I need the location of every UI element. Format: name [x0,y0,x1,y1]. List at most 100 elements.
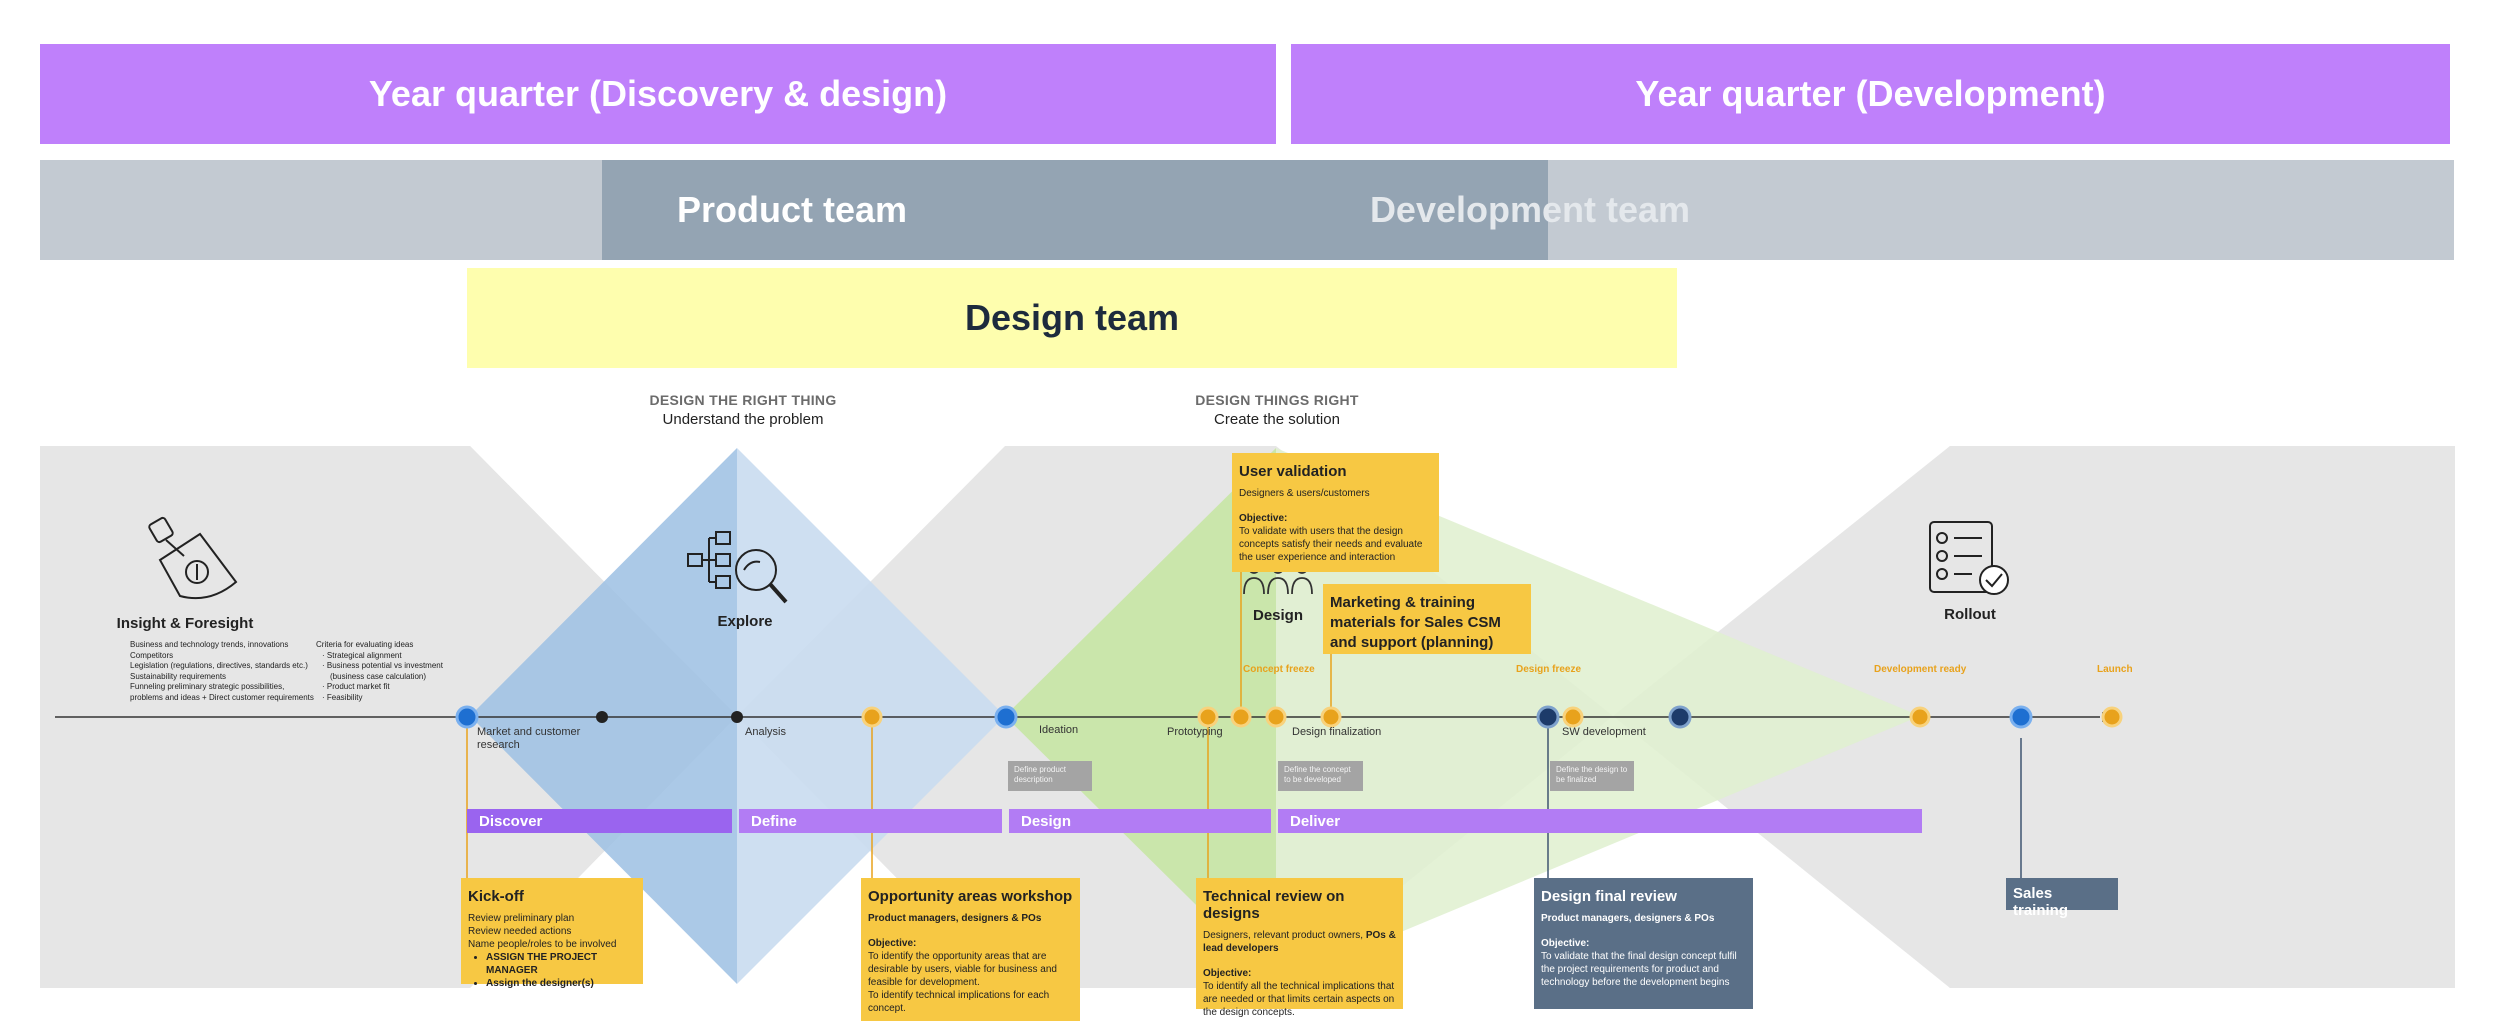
navy-marker [1668,705,1692,729]
design-final-review-card: Design final review Product managers, de… [1534,878,1753,1009]
stage-discover: Discover [467,809,732,833]
card-title: Opportunity areas workshop [868,888,1073,905]
label-sw-development: SW development [1562,726,1646,738]
card-participants: Designers, relevant product owners, POs … [1203,929,1396,955]
label-design-finalization: Design finalization [1292,726,1382,738]
workshop-card: Opportunity areas workshop Product manag… [861,878,1080,1021]
explore-title: Explore [717,613,773,630]
list-item-row: · Feasibility [322,692,363,702]
card-bullets: ASSIGN THE PROJECT MANAGER Assign the de… [468,951,636,990]
card-bullet: ASSIGN THE PROJECT MANAGER [486,951,636,977]
list-item-row: · Business potential vs investment [322,661,443,670]
design-icon-title: Design [1252,607,1303,624]
card-objective-label: Objective: [1239,513,1288,524]
phase-subtitle: Understand the problem [662,411,824,428]
milestone-development-ready: Development ready [1874,664,1967,675]
note-define-product: Define product description [1008,761,1092,791]
card-title: User validation [1239,463,1347,480]
right-cutout-top [1276,446,1950,716]
list-item: Legislation (regulations, directives, st… [130,661,308,670]
insight-list-left: Business and technology trends, innovati… [130,640,320,703]
milestone-concept-freeze: Concept freeze [1243,664,1315,675]
insight-title: Insight & Foresight [116,615,254,632]
list-item: problems and ideas + Direct customer req… [130,692,314,702]
list-heading: Criteria for evaluating ideas [316,640,414,649]
note-define-design: Define the design to be finalized [1550,761,1634,791]
milestone-design-freeze: Design freeze [1516,664,1582,675]
development-team-label: Development team [1369,189,1691,230]
product-team-band [602,160,1548,260]
marker-dot [2009,705,2033,729]
label-ideation: Ideation [1039,724,1079,736]
card-objective-2: To identify technical implications for e… [868,990,1050,1014]
phase-design-things-right: DESIGN THINGS RIGHT Create the solution [1107,392,1447,428]
list-item: Feasibility [326,692,363,702]
sales-training-card: Sales training [2006,878,2118,919]
card-objective: To validate with users that the design c… [1239,526,1423,563]
participants-plain: Designers, relevant product owners, [1203,930,1364,941]
list-item: Product market fit [326,682,390,691]
orange-marker [1230,706,1252,728]
milestone-launch: Launch [2097,664,2133,675]
card-objective-label: Objective: [1541,938,1590,949]
technical-review-card: Technical review on designs Designers, r… [1196,878,1403,1018]
card-participants: Designers & users/customers [1239,488,1370,499]
stage-design: Design [1009,809,1271,833]
blue-marker [455,705,2033,729]
design-team-band: Design team [467,268,1677,368]
phase-caption: DESIGN THE RIGHT THING [649,392,837,408]
right-cutout-bottom [1276,716,1950,988]
product-team-label: Product team [676,189,908,230]
list-item-row: · Strategical alignment [322,650,402,660]
card-title: Marketing & training materials for Sales… [1330,594,1501,651]
list-item: Funneling preliminary strategic possibil… [130,682,285,691]
orange-marker [1197,706,1219,728]
quarter-label: Year quarter (Development) [1635,73,2106,114]
card-objective: To identify all the technical implicatio… [1203,981,1395,1018]
card-line: Review needed actions [468,926,572,937]
kickoff-card: Kick-off Review preliminary plan Review … [461,878,643,989]
black-dot [731,711,743,723]
marker-dot [994,705,1018,729]
phase-design-right-thing: DESIGN THE RIGHT THING Understand the pr… [573,392,913,428]
label-market-research: Market and customer research [477,726,581,751]
orange-marker [1265,706,1287,728]
card-title: Kick-off [468,888,524,905]
lamp-icon [148,516,238,600]
card-objective: To identify the opportunity areas that a… [868,951,1057,988]
card-title: Design final review [1541,888,1677,905]
orange-marker [861,706,883,728]
list-item: Strategical alignment [326,650,402,660]
orange-marker [1320,706,1342,728]
insight-list-right: Criteria for evaluating ideas · Strategi… [316,640,456,703]
navy-marker [1536,705,1560,729]
list-item-row: · Product market fit [322,682,390,691]
user-validation-card: User validation Designers & users/custom… [1232,453,1439,572]
marketing-card: Marketing & training materials for Sales… [1323,584,1531,654]
label-prototyping: Prototyping [1167,726,1223,738]
list-item: Business potential vs investment [326,661,443,670]
card-participants: Product managers, designers & POs [1541,913,1715,924]
marker-dot [455,705,479,729]
note-define-concept: Define the concept to be developed [1278,761,1363,791]
list-item: Business and technology trends, innovati… [130,640,289,649]
sitemap-search-icon [687,531,788,604]
phase-caption: DESIGN THINGS RIGHT [1195,392,1359,408]
rollout-title: Rollout [1944,606,1996,623]
quarter-discovery-design: Year quarter (Discovery & design) [40,44,1276,144]
card-line: Name people/roles to be involved [468,939,617,950]
card-bullet: Assign the designer(s) [486,977,636,990]
list-item: Competitors [130,650,174,660]
quarter-development: Year quarter (Development) [1291,44,2450,144]
phase-subtitle: Create the solution [1214,411,1340,428]
card-title: Technical review on designs [1203,888,1345,922]
card-participants: Product managers, designers & POs [868,913,1042,924]
orange-marker [1909,706,1931,728]
orange-marker [1562,706,1584,728]
checklist-icon [1929,521,2009,595]
quarter-label: Year quarter (Discovery & design) [368,73,948,114]
label-analysis: Analysis [745,726,786,738]
card-title: Sales training [2013,885,2068,919]
card-line: Review preliminary plan [468,913,575,924]
